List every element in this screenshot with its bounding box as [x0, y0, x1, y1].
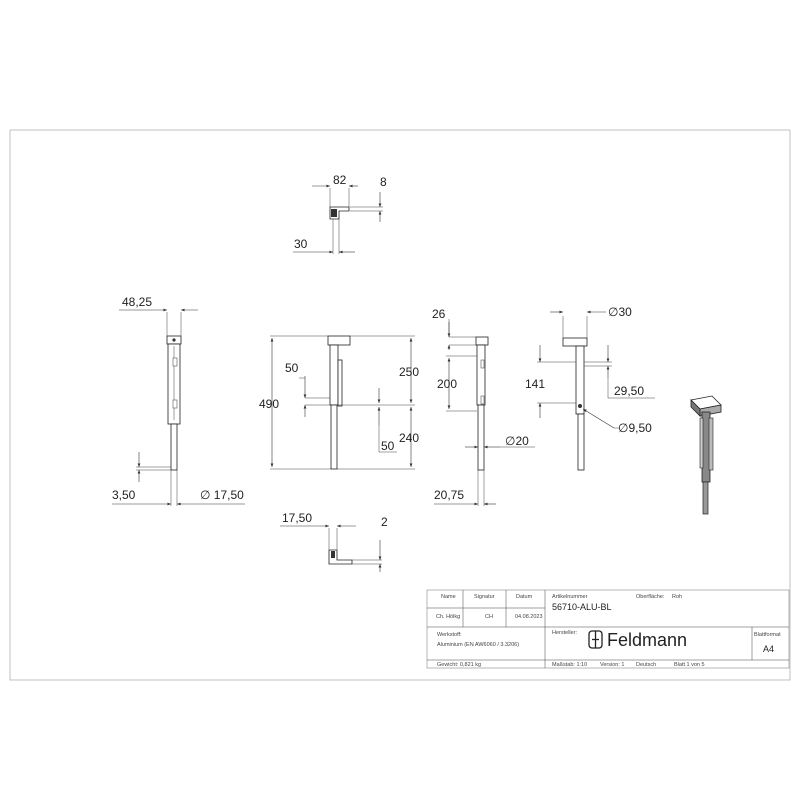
article-number: 56710-ALU-BL: [552, 602, 612, 612]
dim-section-rod-diameter: ∅20: [505, 434, 529, 448]
side-view: 48,25 3,50 ∅ 17,50: [112, 295, 245, 506]
date-value: 04.08.2023: [515, 614, 543, 620]
dim-section-head: 26: [432, 307, 446, 321]
dim-side-tip: 3,50: [112, 488, 136, 502]
front-view-bolt: [329, 344, 339, 406]
right-view-rod: [577, 413, 585, 471]
dim-top-offset: 30: [294, 237, 308, 251]
sheet-frame: [9, 129, 791, 681]
side-view-rod: [170, 423, 178, 471]
front-view-guide: [337, 359, 343, 407]
article-label: Artikelnummer: [552, 594, 588, 600]
sheet-number: Blatt 1 von 5: [674, 662, 705, 668]
dim-front-lower: 240: [399, 431, 419, 445]
dim-side-width: 48,25: [122, 295, 152, 309]
name-value: Ch. Hölkg: [436, 614, 460, 620]
dim-top-thickness: 8: [380, 175, 387, 189]
brand-name: Feldmann: [607, 630, 687, 650]
dim-section-tip: 20,75: [434, 488, 464, 502]
section-view: 26 200 ∅20 20,75: [432, 307, 535, 506]
date-label: Datum: [516, 594, 533, 600]
feldmann-logo-icon: [588, 630, 603, 649]
weight: Gewicht: 0,821 kg: [437, 662, 481, 668]
dim-right-diameter: ∅30: [608, 305, 632, 319]
dim-bottom-width: 17,50: [282, 511, 312, 525]
language: Deutsch: [636, 662, 656, 668]
title-block: Name Signatur Datum Ch. Hölkg CH 04.08.2…: [426, 589, 790, 669]
front-view-handle: [327, 335, 351, 346]
dim-bottom-thickness: 2: [381, 515, 388, 529]
dim-right-length: 141: [525, 377, 545, 391]
signature-value: CH: [485, 614, 493, 620]
right-view-head: [562, 337, 588, 347]
section-view-rod: [477, 404, 485, 471]
signature-label: Signatur: [474, 594, 495, 600]
sheet-format-label: Blattformat: [754, 632, 781, 638]
right-view: ∅30 141 29,50 ∅9,50: [525, 305, 655, 471]
front-view: 490 250 240 50 50: [259, 335, 419, 470]
material-label: Werkstoff:: [437, 632, 462, 638]
dim-front-upper: 250: [399, 365, 419, 379]
material-value: Aluminium (EN AW6060 / 3.3206): [437, 642, 519, 648]
dim-front-mid-a: 50: [285, 361, 299, 375]
surface-value: Roh: [672, 594, 682, 600]
sheet-format-value: A4: [763, 644, 774, 654]
right-view-bolt: [575, 345, 585, 415]
dim-section-length: 200: [437, 377, 457, 391]
dim-front-total: 490: [259, 397, 279, 411]
scale: Maßstab: 1:10: [552, 662, 587, 668]
bottom-view: 17,50 2: [280, 511, 388, 572]
top-view: 82 8 30: [293, 173, 387, 254]
name-label: Name: [441, 594, 456, 600]
surface-label: Oberfläche:: [636, 594, 665, 600]
dim-right-hole: ∅9,50: [618, 421, 652, 435]
section-view-head: [475, 336, 489, 346]
dim-front-mid-b: 50: [381, 439, 395, 453]
front-view-rod: [330, 404, 338, 470]
dim-top-width: 82: [333, 173, 347, 187]
isometric-view: [690, 395, 722, 515]
version: Version: 1: [600, 662, 624, 668]
manufacturer-label: Hersteller:: [552, 630, 578, 636]
dim-side-diameter: ∅ 17,50: [200, 488, 244, 502]
dim-right-offset: 29,50: [614, 384, 644, 398]
